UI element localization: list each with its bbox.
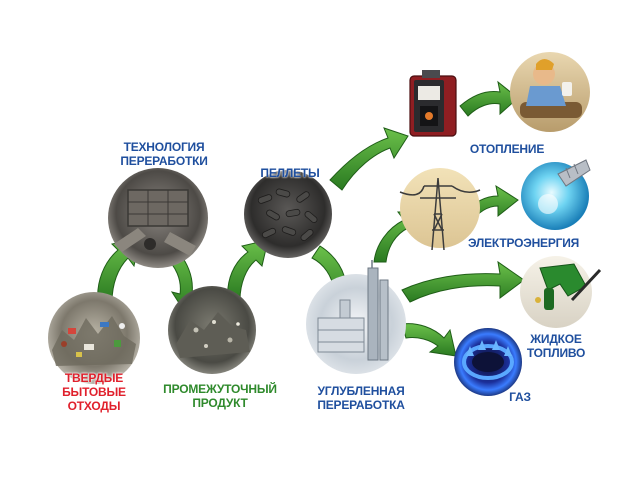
arrow-pellets-to-boiler [329,127,409,191]
arrow-intermediate-to-pellets [227,239,269,301]
processing-machine-icon [108,168,208,268]
warm-home-icon [510,52,590,132]
arrows [97,80,525,357]
arrow-deep-to-liquid-fuel [401,260,525,303]
label-electricity: ЭЛЕКТРОЭНЕРГИЯ [468,236,580,250]
label-liquid-fuel: ЖИДКОЕ ТОПЛИВО [526,332,586,360]
gas-flame-icon [454,328,522,396]
label-deep-processing: УГЛУБЛЕННАЯ ПЕРЕРАБОТКА [317,384,405,412]
label-intermediate: ПРОМЕЖУТОЧНЫЙ ПРОДУКТ [163,382,277,410]
shredded-material-icon [168,286,256,374]
refinery-icon [306,260,406,374]
garbage-heap-icon [48,292,140,384]
arrow-deep-to-gas [401,323,457,357]
label-pellets: ПЕЛЛЕТЫ [260,166,320,180]
arrow-boiler-to-heating [459,80,519,117]
label-heating: ОТОПЛЕНИЕ [469,142,545,156]
pellet-boiler-icon [409,70,457,137]
pellets-icon [244,170,332,258]
label-technology: ТЕХНОЛОГИЯ ПЕРЕРАБОТКИ [120,140,208,168]
fuel-nozzle-icon [520,256,602,328]
label-gas: ГАЗ [509,390,531,404]
label-solid-waste: ТВЕРДЫЕ БЫТОВЫЕ ОТХОДЫ [62,371,126,413]
power-line-icon [399,168,481,251]
lightbulb-icon [521,159,591,230]
